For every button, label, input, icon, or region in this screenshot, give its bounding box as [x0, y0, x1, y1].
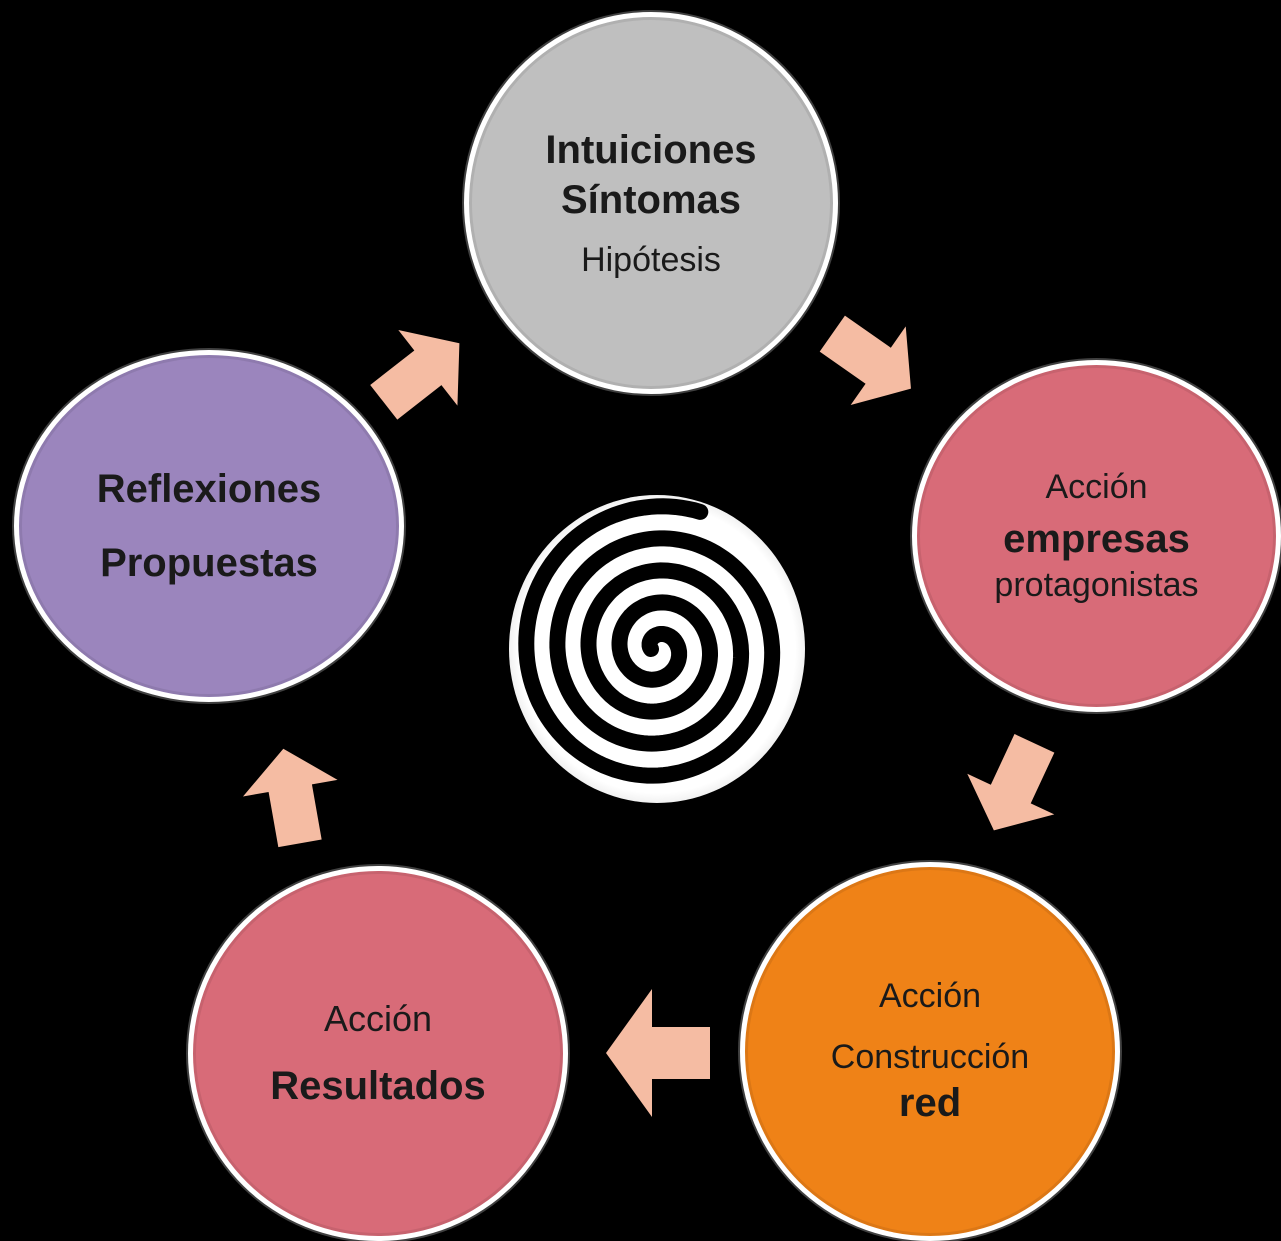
node-hipotesis-line2: Síntomas — [560, 177, 742, 222]
node-empresas-line3: protagonistas — [994, 566, 1199, 604]
block-arrow-icon — [819, 315, 911, 406]
node-resultados-line1: Acción — [323, 998, 433, 1039]
node-reflexiones-line1: Reflexiones — [96, 467, 322, 511]
node-empresas-line2: empresas — [1003, 517, 1190, 561]
node-resultados: Acción Resultados — [188, 866, 568, 1241]
node-reflexiones-line2: Propuestas — [100, 541, 318, 585]
node-hipotesis-line1: Intuiciones — [545, 127, 757, 172]
spiral-icon — [509, 495, 805, 803]
node-red-line1: Acción — [878, 977, 982, 1015]
node-hipotesis: Intuiciones Síntomas Hipótesis — [464, 12, 838, 394]
block-arrow-icon — [242, 748, 338, 848]
node-reflexiones: Reflexiones Propuestas — [14, 350, 404, 702]
node-empresas-line1: Acción — [1045, 467, 1148, 506]
node-red-line2: Construcción — [830, 1037, 1030, 1076]
block-arrow-icon — [967, 734, 1055, 831]
block-arrow-icon — [606, 989, 710, 1117]
block-arrow-icon — [370, 330, 460, 420]
node-empresas: Acción empresas protagonistas — [912, 360, 1281, 712]
node-hipotesis-line3: Hipótesis — [581, 240, 721, 279]
node-red-line3: red — [898, 1081, 962, 1125]
node-resultados-line2: Resultados — [270, 1064, 486, 1108]
node-red: Acción Construcción red — [740, 862, 1120, 1241]
